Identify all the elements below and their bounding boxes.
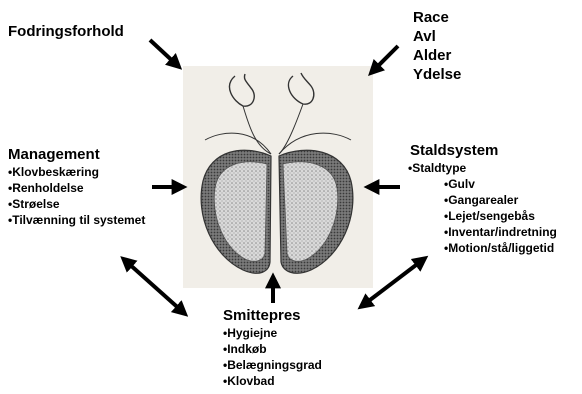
- arrow-race: [372, 46, 398, 72]
- double-arrow-right: [362, 262, 420, 306]
- smittepres-title: Smittepres: [223, 306, 322, 325]
- list-subitem: •Gangarealer: [408, 192, 557, 208]
- staldsystem-list: •Staldtype •Gulv •Gangarealer •Lejet/sen…: [408, 160, 557, 256]
- list-item: •Staldtype: [408, 160, 557, 176]
- label-alder: Alder: [413, 46, 461, 65]
- staldsystem-block: Staldsystem •Staldtype •Gulv •Gangareale…: [408, 141, 557, 256]
- list-item: •Strøelse: [8, 196, 145, 212]
- list-subitem: •Lejet/sengebås: [408, 208, 557, 224]
- smittepres-list: •Hygiejne •Indkøb •Belægningsgrad •Klovb…: [223, 325, 322, 389]
- list-subitem: •Gulv: [408, 176, 557, 192]
- list-subitem: •Motion/stå/liggetid: [408, 240, 557, 256]
- label-avl: Avl: [413, 27, 461, 46]
- staldsystem-title: Staldsystem: [408, 141, 557, 160]
- list-item: •Renholdelse: [8, 180, 145, 196]
- label-race: Race: [413, 8, 461, 27]
- list-item: •Indkøb: [223, 341, 322, 357]
- list-item: •Hygiejne: [223, 325, 322, 341]
- label-fodringsforhold: Fodringsforhold: [8, 22, 124, 41]
- genetic-factors: Race Avl Alder Ydelse: [413, 8, 461, 84]
- management-block: Management •Klovbeskæring •Renholdelse •…: [8, 145, 145, 228]
- list-subitem: •Inventar/indretning: [408, 224, 557, 240]
- list-item: •Klovbeskæring: [8, 164, 145, 180]
- arrow-fodring: [150, 40, 178, 66]
- management-list: •Klovbeskæring •Renholdelse •Strøelse •T…: [8, 164, 145, 228]
- smittepres-block: Smittepres •Hygiejne •Indkøb •Belægnings…: [223, 306, 322, 389]
- list-item: •Tilvænning til systemet: [8, 212, 145, 228]
- list-item: •Belægningsgrad: [223, 357, 322, 373]
- management-title: Management: [8, 145, 145, 164]
- double-arrow-left: [128, 263, 184, 313]
- label-ydelse: Ydelse: [413, 65, 461, 84]
- list-item: •Klovbad: [223, 373, 322, 389]
